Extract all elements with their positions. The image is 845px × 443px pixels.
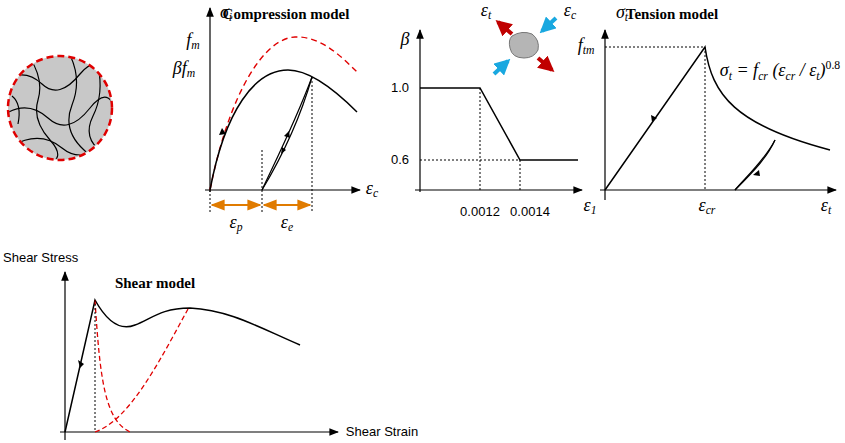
symbol: ε xyxy=(281,212,288,232)
plot-title: Tension model xyxy=(625,6,719,23)
symbol: (ε xyxy=(768,60,786,80)
axis-label: ε1 xyxy=(583,196,598,218)
subscript: 1 xyxy=(591,204,597,217)
subscript: m xyxy=(191,39,199,52)
compression-plot xyxy=(205,8,360,212)
tick-label: 1.0 xyxy=(390,81,410,95)
cracked-concrete xyxy=(5,55,118,166)
tension-plot xyxy=(600,30,836,200)
subscript: t xyxy=(625,11,628,24)
strain-label: εp xyxy=(229,213,244,235)
symbol: σ xyxy=(720,60,729,80)
exponent: 0.8 xyxy=(826,59,841,72)
axis-label: Shear Stress xyxy=(2,251,79,265)
plot-title: Shear model xyxy=(114,275,196,292)
tick-label: 0.0012 xyxy=(459,205,501,219)
subscript: i xyxy=(229,11,232,24)
strain-label: εt xyxy=(480,1,492,23)
subscript: t xyxy=(816,70,819,83)
subscript: cr xyxy=(758,70,768,83)
tick-label: βfm xyxy=(172,59,196,81)
axis-label: σi xyxy=(219,3,233,25)
equation: σt = fcr (εcr / εt)0.8 xyxy=(719,60,841,83)
plot-title: Compression model xyxy=(222,6,351,23)
symbol: ε xyxy=(821,195,828,215)
symbol: f xyxy=(578,35,583,55)
strain-label: εc xyxy=(563,1,577,23)
tick-label: ftm xyxy=(577,36,596,58)
axis-label: σt xyxy=(615,3,629,25)
strain-label: εe xyxy=(280,213,294,235)
symbol: = f xyxy=(732,60,758,80)
tick-label: fm xyxy=(185,31,200,53)
tick-label: εcr xyxy=(698,196,717,218)
symbol: ε xyxy=(481,0,488,20)
symbol: σ xyxy=(220,2,229,22)
subscript: cr xyxy=(785,70,795,83)
symbol: ε xyxy=(584,195,591,215)
symbol: ) xyxy=(820,60,826,80)
subscript: t xyxy=(488,9,491,22)
shear-plot xyxy=(60,272,338,440)
symbol: ε xyxy=(564,0,571,20)
subscript: p xyxy=(237,221,243,234)
axis-label: εc xyxy=(365,179,379,201)
subscript: c xyxy=(571,9,576,22)
symbol: βf xyxy=(173,58,187,78)
symbol: ε xyxy=(366,178,373,198)
subscript: c xyxy=(373,187,378,200)
subscript: t xyxy=(729,70,732,83)
axis-label: εt xyxy=(820,196,832,218)
subscript: m xyxy=(187,67,195,80)
symbol: ε xyxy=(230,212,237,232)
subscript: t xyxy=(828,204,831,217)
subscript: cr xyxy=(706,204,716,217)
symbol: f xyxy=(186,30,191,50)
beta-plot xyxy=(415,30,582,192)
axis-label: Shear Strain xyxy=(345,425,419,439)
subscript: e xyxy=(288,221,293,234)
symbol: σ xyxy=(616,2,625,22)
symbol: / ε xyxy=(795,60,816,80)
symbol: ε xyxy=(699,195,706,215)
subscript: tm xyxy=(583,44,595,57)
axis-label: β xyxy=(400,30,411,50)
stressed-element xyxy=(494,18,556,74)
tick-label: 0.0014 xyxy=(509,205,551,219)
tick-label: 0.6 xyxy=(390,153,410,167)
